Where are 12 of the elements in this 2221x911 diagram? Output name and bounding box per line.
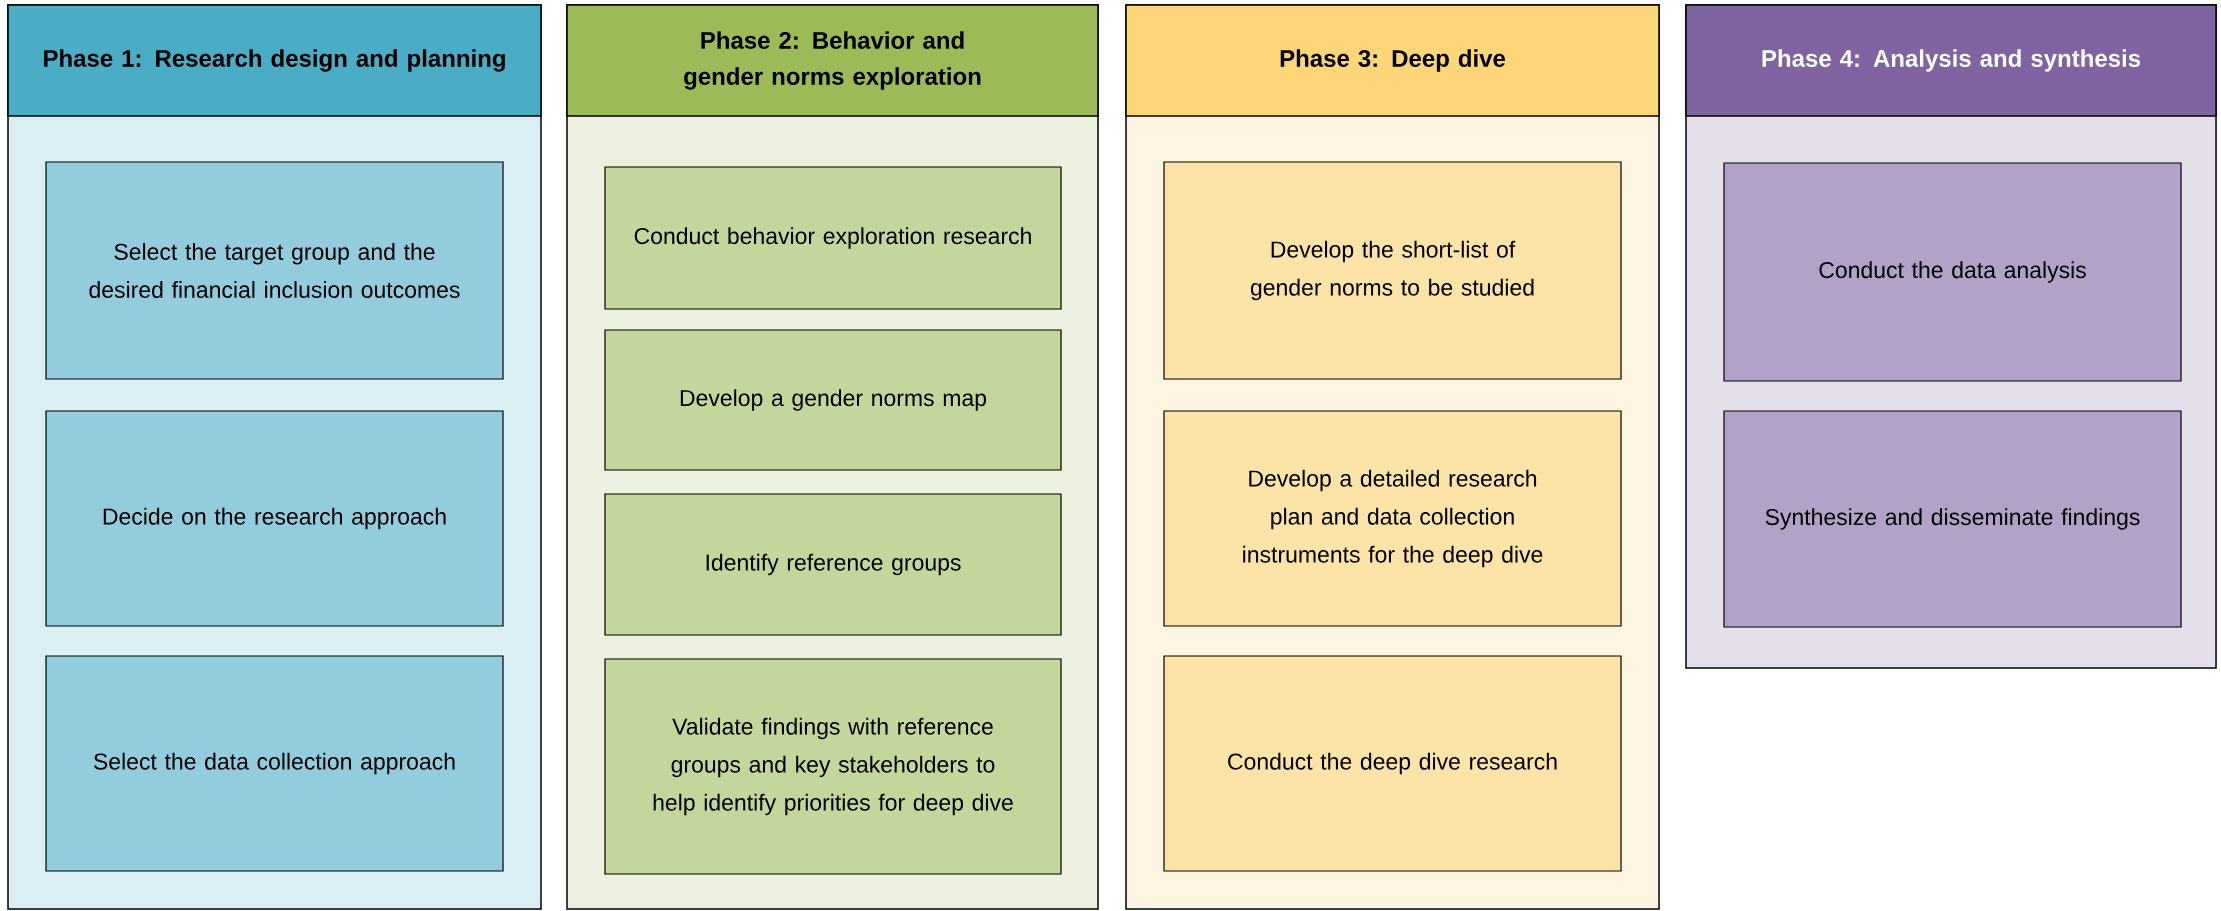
step-box: Conduct behavior exploration research [604,166,1062,310]
step-box: Select the target group and the desired financial inclusion outcomes [45,161,504,380]
step-box: Identify reference groups [604,493,1062,636]
step-box: Develop the short-list of gender norms to be studied [1163,161,1622,380]
step-box: Develop a gender norms map [604,329,1062,471]
step-box: Synthesize and disseminate findings [1723,410,2182,628]
step-box: Select the data collection approach [45,655,504,872]
step-box: Validate findings with reference groups and key stakeholders to help identify priorities for deep dive [604,658,1062,875]
step-box: Conduct the deep dive research [1163,655,1622,872]
step-box: Develop a detailed research plan and data collection instruments for the deep dive [1163,410,1622,627]
step-box: Conduct the data analysis [1723,162,2182,382]
step-box: Decide on the research approach [45,410,504,627]
